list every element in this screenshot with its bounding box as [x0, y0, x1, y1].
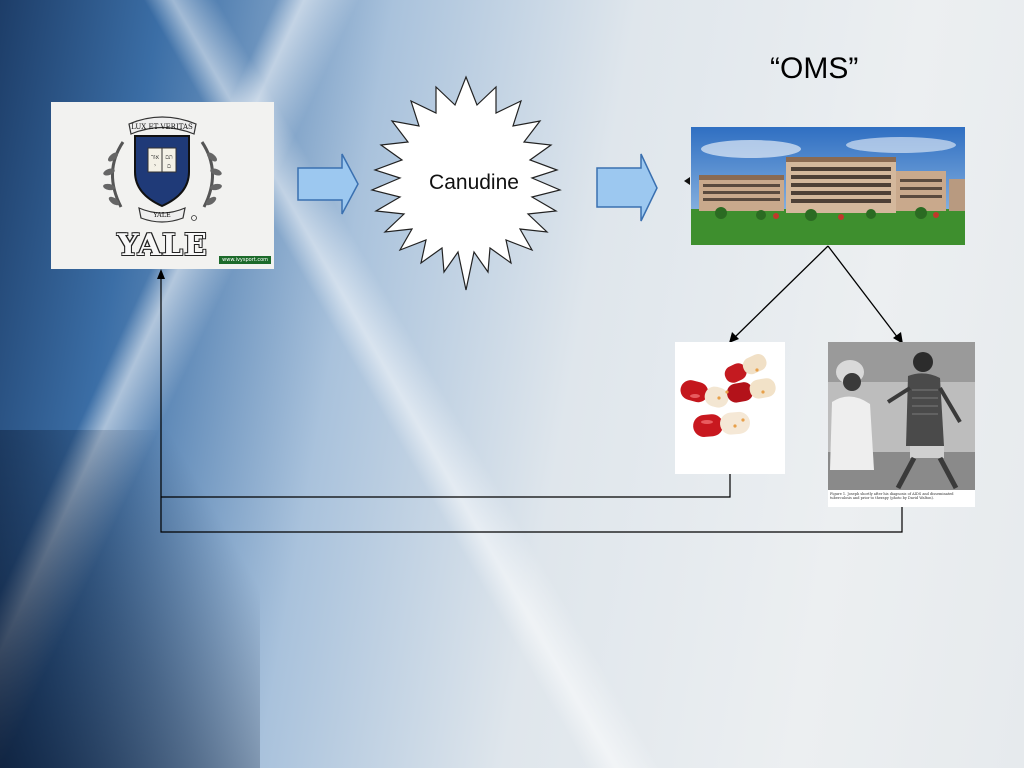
svg-text:י: י	[154, 163, 156, 170]
pills-photo	[675, 342, 785, 474]
yale-emblem-icon: LUX ET VERITAS אור תם י ם YALE	[103, 116, 222, 223]
patient-photo: Figure 1. Joseph shortly after his diagn…	[828, 342, 975, 507]
yale-shield-text: YALE	[152, 211, 171, 219]
right-arrow-icon	[596, 153, 658, 222]
arrowhead-icon	[893, 332, 903, 344]
patient-photo-caption: Figure 1. Joseph shortly after his diagn…	[830, 492, 954, 500]
arrowhead-icon	[729, 332, 739, 343]
yale-logo: LUX ET VERITAS אור תם י ם YALE YALE www.…	[51, 102, 274, 269]
connector-line	[161, 474, 731, 498]
background-shade	[0, 430, 260, 768]
connector-line	[827, 245, 899, 339]
canudine-label: Canudine	[429, 171, 519, 194]
yale-url: www.ivysport.com	[219, 256, 271, 264]
building-photo	[691, 127, 965, 245]
svg-text:תם: תם	[165, 154, 173, 161]
connector-line	[733, 245, 829, 339]
svg-text:אור: אור	[151, 154, 159, 161]
starburst-shape	[370, 75, 562, 291]
svg-text:ם: ם	[167, 163, 171, 170]
yale-wordmark: YALE	[117, 228, 208, 263]
right-arrow-icon	[297, 153, 359, 215]
connector-line	[160, 278, 903, 533]
arrowhead-icon	[157, 269, 165, 279]
small-arrowhead-icon	[684, 177, 690, 185]
oms-title: “OMS”	[770, 52, 859, 85]
yale-motto: LUX ET VERITAS	[131, 123, 193, 131]
